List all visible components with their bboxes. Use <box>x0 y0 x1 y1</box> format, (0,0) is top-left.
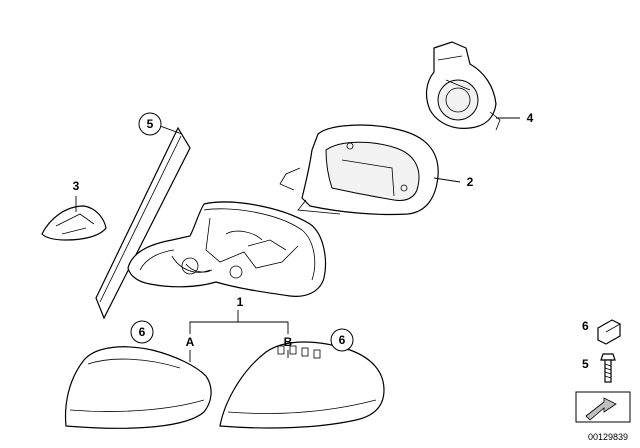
cap-right-part <box>219 341 385 429</box>
cap-left-part <box>64 346 212 429</box>
clip-part <box>41 205 107 241</box>
cover-housing-part <box>279 124 439 216</box>
leader-lines <box>75 117 520 362</box>
mirror-base-part <box>127 201 327 297</box>
small-parts-legend: 6 5 <box>575 319 631 423</box>
nut-clip-icon <box>597 319 621 345</box>
screw-icon <box>600 353 616 383</box>
callout-5-label: 5 <box>147 117 154 131</box>
callout-1-label: 1 <box>237 295 244 309</box>
legend-5-label: 5 <box>582 357 589 371</box>
variant-a-label: A <box>186 335 195 349</box>
variant-b-label: B <box>284 335 293 349</box>
arrow-icon <box>585 397 617 421</box>
callout-6-left-label: 6 <box>139 325 146 339</box>
motor-drive-part <box>425 41 501 131</box>
callout-6-right-label: 6 <box>339 333 346 347</box>
mirror-glass-part <box>95 126 191 320</box>
document-number: 00129839 <box>588 432 628 442</box>
legend-6-label: 6 <box>582 319 589 333</box>
callout-4-label: 4 <box>527 111 534 125</box>
callout-5: 5 <box>138 112 162 136</box>
callout-3-label: 3 <box>73 179 80 193</box>
callout-2-label: 2 <box>467 175 474 189</box>
callout-6-right: 6 <box>330 328 354 352</box>
callout-6-left: 6 <box>130 320 154 344</box>
